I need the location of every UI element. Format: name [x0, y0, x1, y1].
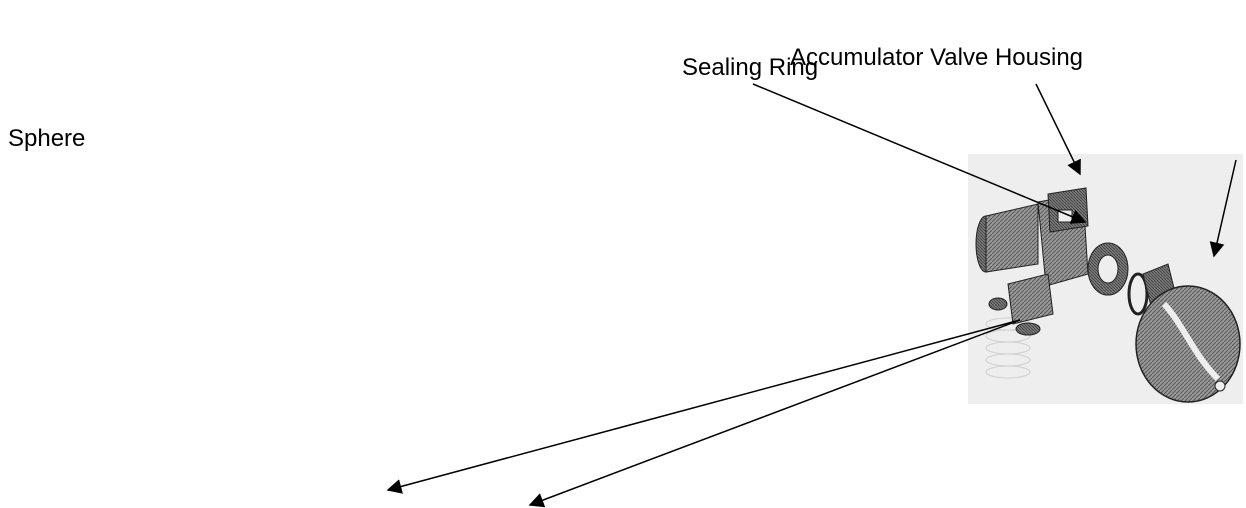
accumulator-assembly-illustration [968, 154, 1243, 404]
sphere-icon [1135, 263, 1241, 403]
sealing-ring-icon [1127, 272, 1149, 316]
outlet-arrow-right [528, 319, 1021, 508]
label-sealing-ring: Sealing Ring [682, 54, 819, 81]
outlet-arrow-left [386, 319, 1021, 494]
label-accumulator-valve-housing: Accumulator Valve Housing [790, 44, 1084, 71]
label-sphere: Sphere [8, 125, 86, 152]
